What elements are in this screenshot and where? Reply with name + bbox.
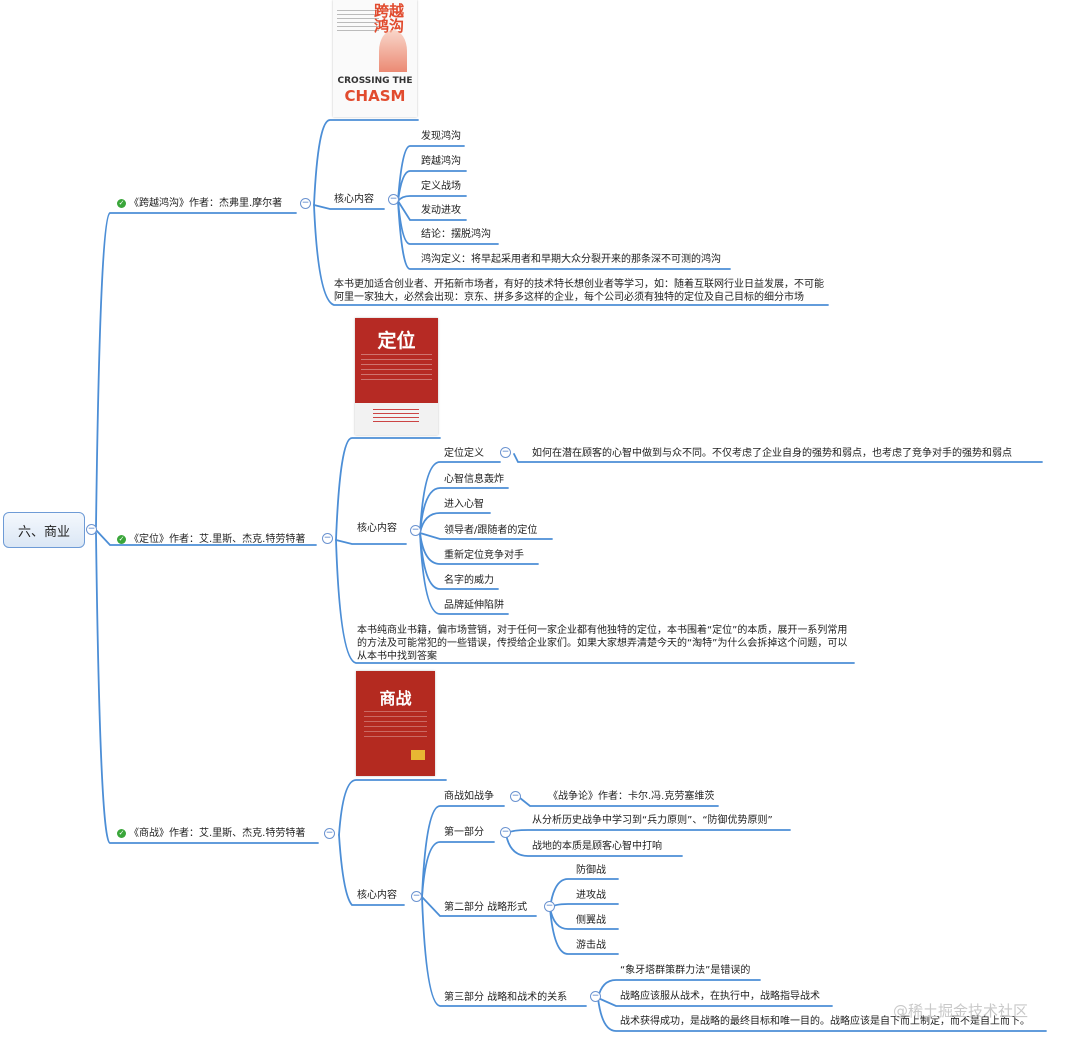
collapse-icon[interactable]: − bbox=[388, 194, 399, 205]
list-item[interactable]: “象牙塔群策群力法”是错误的 bbox=[620, 965, 751, 976]
node-label: 核心内容 bbox=[357, 523, 397, 534]
summary-node[interactable]: 本书更加适合创业者、开拓新市场者，有好的技术特长想创业者等学习，如：随着互联网行… bbox=[334, 279, 824, 303]
list-item[interactable]: 鸿沟定义：将早起采用者和早期大众分裂开来的那条深不可测的鸿沟 bbox=[421, 254, 721, 265]
check-icon: ✓ bbox=[117, 828, 126, 838]
cover-en-line2: CHASM bbox=[344, 87, 406, 105]
collapse-icon[interactable]: − bbox=[590, 991, 601, 1002]
core-content-node[interactable]: 核心内容 bbox=[357, 889, 397, 902]
collapse-icon[interactable]: − bbox=[324, 828, 335, 839]
cover-title: 跨越鸿沟 bbox=[374, 2, 405, 35]
list-item[interactable]: 定位定义 bbox=[444, 448, 484, 459]
core-content-node[interactable]: 核心内容 bbox=[357, 522, 397, 535]
core-content-node[interactable]: 核心内容 bbox=[334, 193, 374, 206]
cover-text-lines bbox=[361, 354, 432, 384]
book-title: 《跨越鸿沟》作者：杰弗里.摩尔著 bbox=[129, 198, 283, 209]
summary-node[interactable]: 本书纯商业书籍，偏市场营销，对于任何一家企业都有他独特的定位，本书围着“定位”的… bbox=[357, 625, 848, 662]
cover-text-lines bbox=[337, 10, 379, 34]
list-item[interactable]: 品牌延伸陷阱 bbox=[444, 600, 504, 611]
cover-title: 定位 bbox=[377, 330, 416, 352]
list-item[interactable]: 领导者/跟随者的定位 bbox=[444, 525, 538, 536]
book-title: 《定位》作者：艾.里斯、杰克.特劳特著 bbox=[129, 534, 306, 545]
check-icon: ✓ bbox=[117, 198, 126, 208]
list-item[interactable]: 游击战 bbox=[576, 940, 606, 951]
list-item[interactable]: 进入心智 bbox=[444, 499, 484, 510]
root-collapse-icon[interactable]: − bbox=[86, 524, 97, 535]
book-title: 《商战》作者：艾.里斯、杰克.特劳特著 bbox=[129, 828, 306, 839]
root-label: 六、商业 bbox=[17, 524, 70, 540]
part2-node[interactable]: 第二部分 战略形式 bbox=[444, 902, 528, 913]
collapse-icon[interactable]: − bbox=[544, 901, 555, 912]
list-item[interactable]: 防御战 bbox=[576, 865, 606, 876]
part3-node[interactable]: 第三部分 战略和战术的关系 bbox=[444, 992, 568, 1003]
list-item[interactable]: 战略应该服从战术，在执行中，战略指导战术 bbox=[620, 991, 820, 1002]
list-item[interactable]: 从分析历史战争中学习到“兵力原则”、“防御优势原则” bbox=[532, 815, 773, 826]
collapse-icon[interactable]: − bbox=[410, 525, 421, 536]
cover-title: 商战 bbox=[379, 689, 412, 708]
list-item[interactable]: 发动进攻 bbox=[421, 205, 461, 216]
cover-badge bbox=[411, 750, 425, 760]
collapse-icon[interactable]: − bbox=[322, 533, 333, 544]
node-label: 核心内容 bbox=[334, 194, 374, 205]
part1-node[interactable]: 第一部分 bbox=[444, 827, 484, 838]
war-node[interactable]: 商战如战争 bbox=[444, 791, 494, 802]
collapse-icon[interactable]: − bbox=[500, 447, 511, 458]
book-cover-positioning: 定位 bbox=[355, 318, 438, 435]
list-item[interactable]: 定义战场 bbox=[421, 181, 461, 192]
collapse-icon[interactable]: − bbox=[500, 827, 511, 838]
collapse-icon[interactable]: − bbox=[300, 198, 311, 209]
check-icon: ✓ bbox=[117, 534, 126, 544]
list-item[interactable]: 心智信息轰炸 bbox=[444, 474, 504, 485]
cover-bottom-band bbox=[355, 403, 438, 435]
book-node-crossing-chasm[interactable]: ✓《跨越鸿沟》作者：杰弗里.摩尔著 bbox=[117, 197, 282, 210]
collapse-icon[interactable]: − bbox=[411, 891, 422, 902]
list-item[interactable]: 结论：摆脱鸿沟 bbox=[421, 229, 491, 240]
list-item[interactable]: 发现鸿沟 bbox=[421, 131, 461, 142]
node-label: 核心内容 bbox=[357, 890, 397, 901]
list-item[interactable]: 侧翼战 bbox=[576, 915, 606, 926]
book-node-positioning[interactable]: ✓《定位》作者：艾.里斯、杰克.特劳特著 bbox=[117, 533, 305, 546]
cover-en-line1: CROSSING THE bbox=[337, 76, 413, 86]
war-reference-node[interactable]: 《战争论》作者：卡尔.冯.克劳塞维茨 bbox=[548, 791, 715, 802]
list-item[interactable]: 战地的本质是顾客心智中打响 bbox=[532, 841, 662, 852]
list-item[interactable]: 名字的威力 bbox=[444, 575, 494, 586]
book-cover-crossing-chasm: 跨越鸿沟 CROSSING THE CHASM bbox=[333, 0, 417, 117]
watermark: @稀土掘金技术社区 bbox=[893, 1002, 1029, 1020]
book-node-marketing-warfare[interactable]: ✓《商战》作者：艾.里斯、杰克.特劳特著 bbox=[117, 827, 305, 840]
root-node[interactable]: 六、商业 bbox=[3, 512, 85, 548]
book-cover-marketing-warfare: 商战 bbox=[356, 671, 435, 776]
list-item[interactable]: 跨越鸿沟 bbox=[421, 156, 461, 167]
cover-curve bbox=[379, 30, 407, 72]
collapse-icon[interactable]: − bbox=[510, 791, 521, 802]
list-item[interactable]: 战术获得成功，是战略的最终目标和唯一目的。战略应该是自下而上制定，而不是自上而下… bbox=[620, 1016, 1030, 1027]
list-item[interactable]: 进攻战 bbox=[576, 890, 606, 901]
definition-node[interactable]: 如何在潜在顾客的心智中做到与众不同。不仅考虑了企业自身的强势和弱点，也考虑了竞争… bbox=[532, 448, 1012, 459]
cover-text-lines bbox=[364, 711, 427, 737]
list-item[interactable]: 重新定位竞争对手 bbox=[444, 550, 524, 561]
